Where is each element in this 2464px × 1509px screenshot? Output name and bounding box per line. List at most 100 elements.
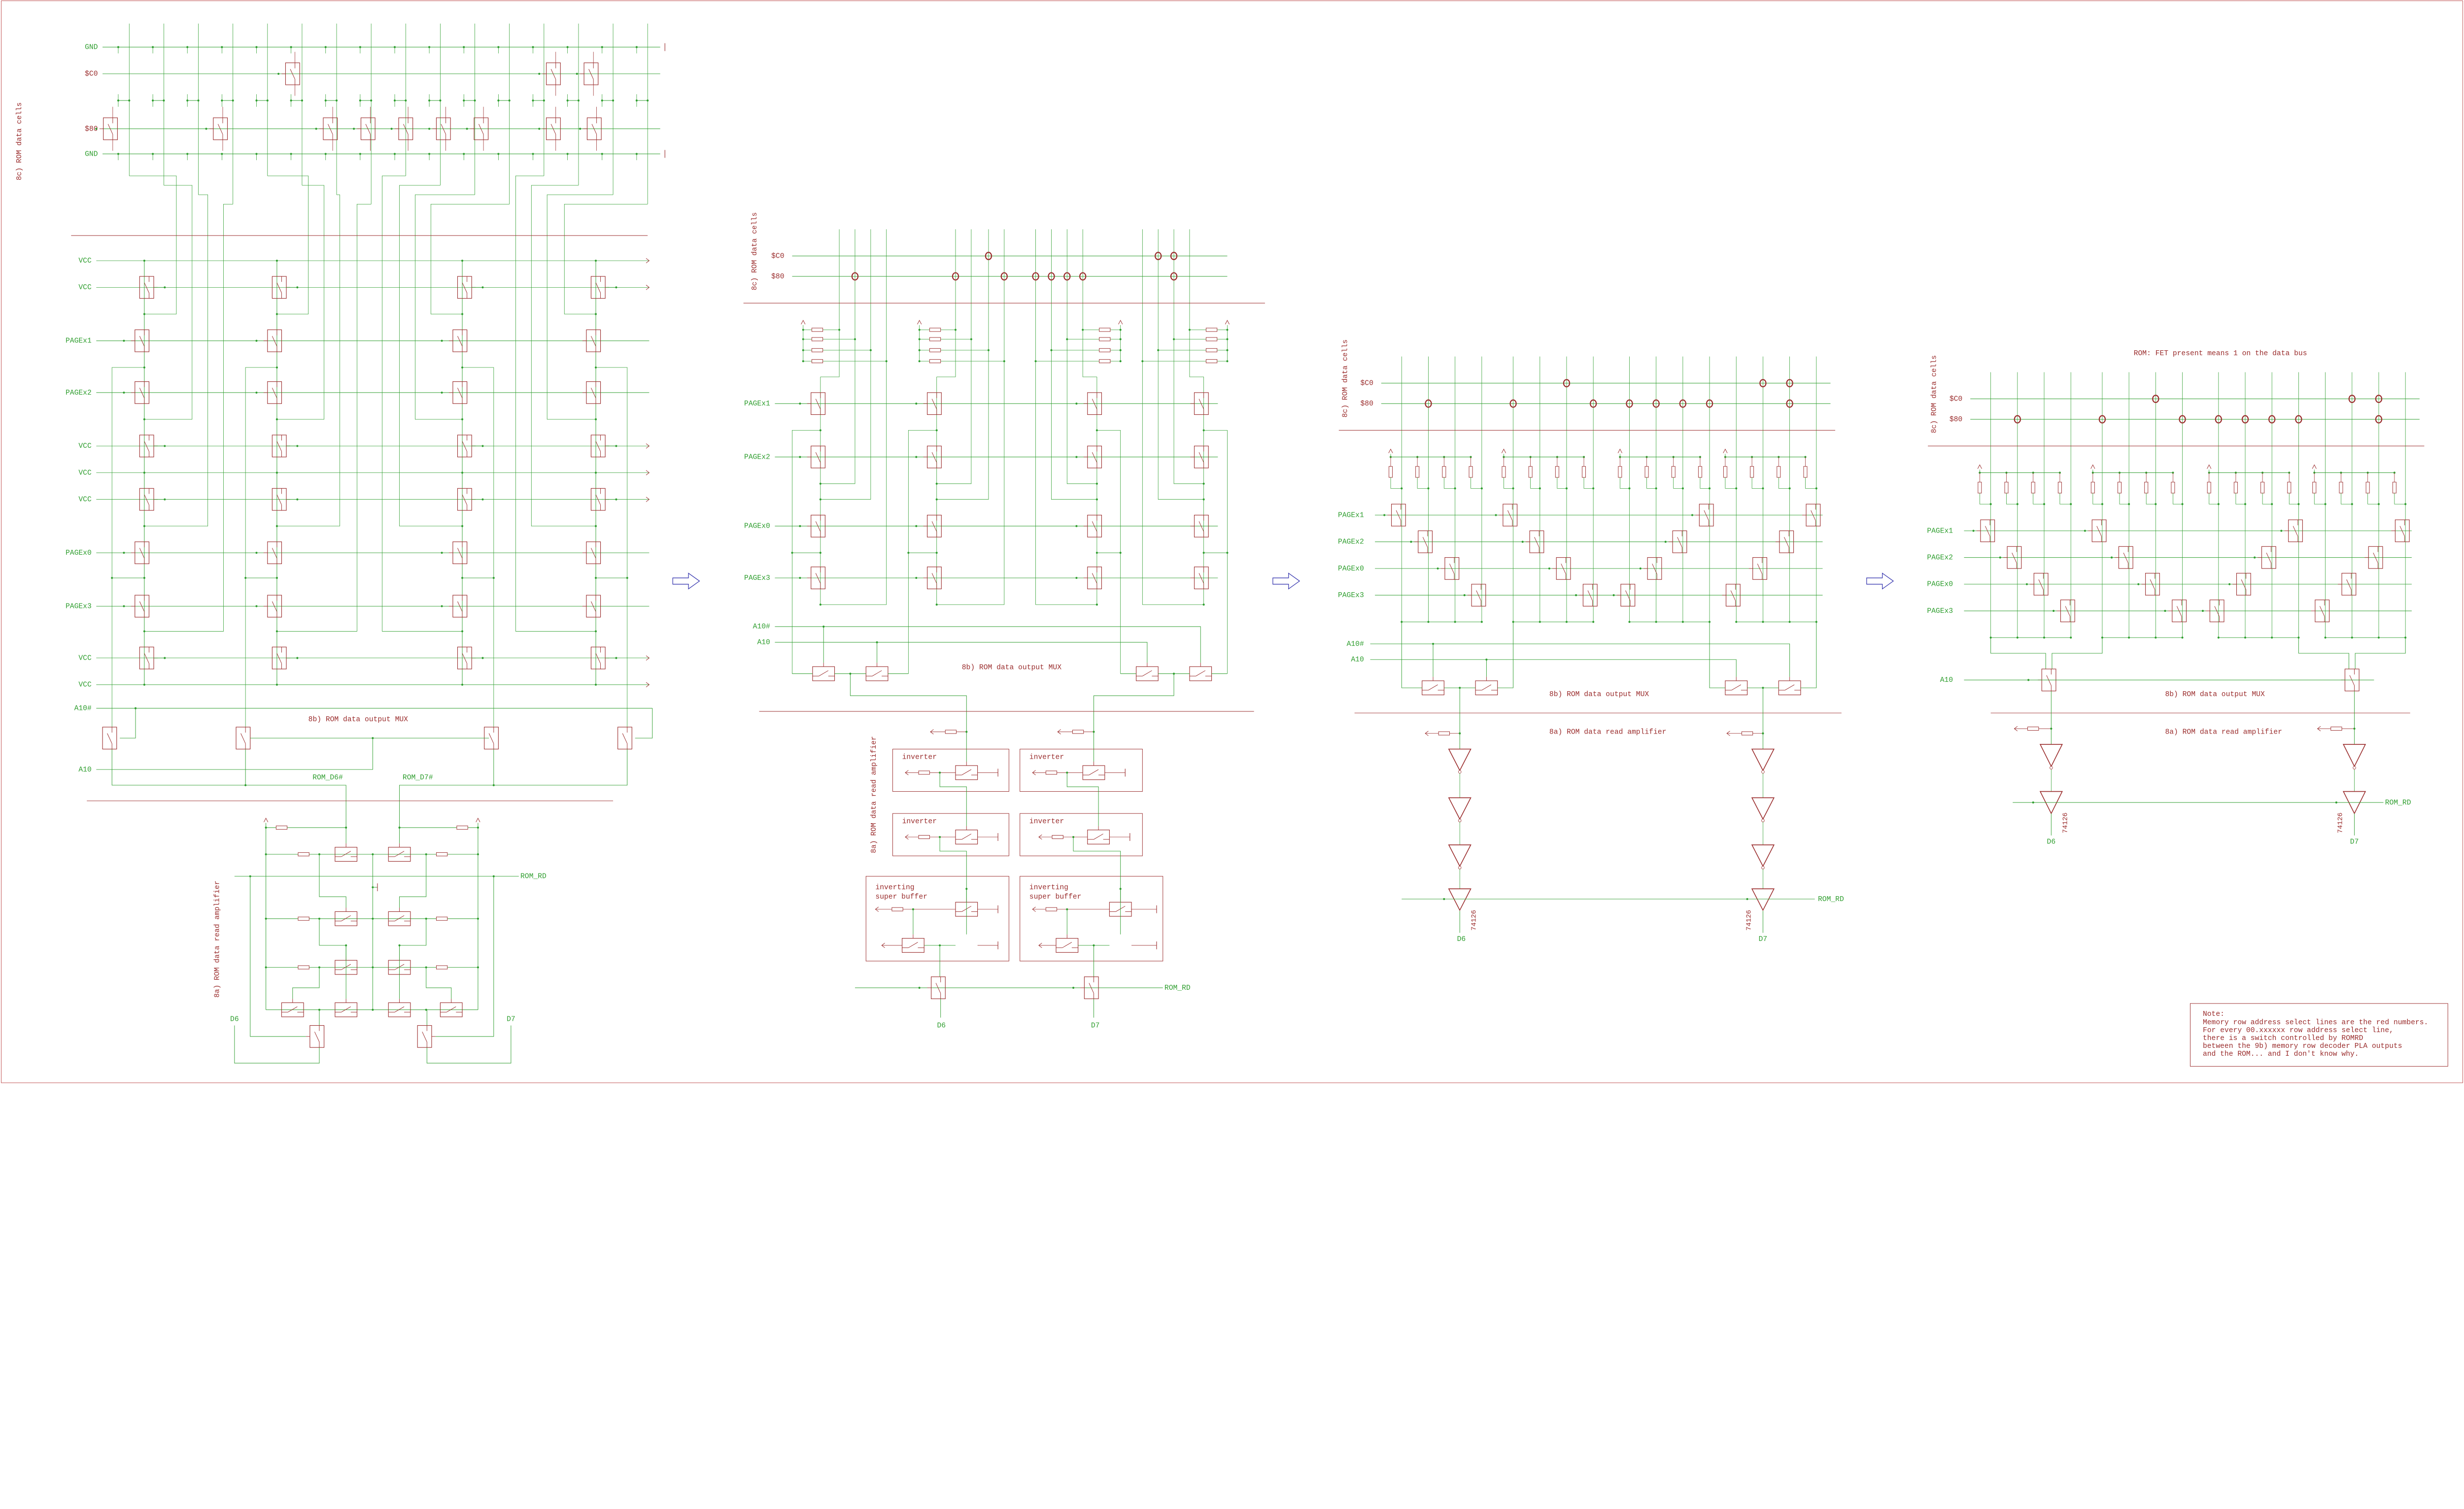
- junction-dot: [1075, 576, 1078, 579]
- switch-blade: [1704, 510, 1709, 521]
- switch-blade: [107, 124, 113, 134]
- pullup-arrow-icon: [2312, 464, 2317, 469]
- switch-blade: [287, 1006, 298, 1012]
- wire: [2314, 493, 2326, 504]
- junction-dot: [615, 445, 617, 447]
- row-label: PAGEx0: [1338, 565, 1364, 573]
- resistor-icon: [2365, 482, 2370, 494]
- buffer-triangle-icon: [1751, 888, 1775, 911]
- junction-dot: [1454, 487, 1456, 490]
- output-bus: [1096, 430, 1121, 674]
- junction-dot: [819, 604, 821, 606]
- rom-fet-marker-icon: [851, 272, 859, 281]
- rom-fet-marker-icon: [1425, 399, 1432, 408]
- switch-blade: [1198, 521, 1204, 532]
- buffer-triangle-icon: [1448, 748, 1472, 771]
- d6-label: D6: [2047, 838, 2056, 846]
- switch-blade: [457, 388, 463, 399]
- switch-blade: [328, 124, 333, 134]
- chip-label: 74126: [2062, 812, 2070, 833]
- junction-dot: [987, 349, 990, 351]
- row-label: PAGEx2: [1927, 554, 1953, 562]
- resistor-icon: [811, 337, 823, 341]
- section-title-mux: 8b) ROM data output MUX: [962, 664, 1061, 672]
- junction-dot: [461, 260, 464, 262]
- rom-rd-label: ROM_RD: [520, 873, 547, 881]
- wire: [850, 673, 967, 762]
- switch-blade: [341, 1006, 351, 1012]
- wire: [2209, 493, 2219, 504]
- rom-fet-marker-icon: [1032, 272, 1039, 281]
- arrow-left-icon: [905, 770, 909, 775]
- switch-blade: [550, 69, 556, 80]
- resistor-icon: [1469, 466, 1473, 478]
- section-title-amp: 8a) ROM data read amplifier: [214, 880, 222, 997]
- junction-dot: [819, 551, 821, 554]
- junction-dot: [492, 875, 495, 877]
- junction-dot: [2377, 637, 2380, 639]
- wire: [111, 749, 346, 828]
- wire: [1094, 673, 1174, 762]
- rom-fet-marker-icon: [1509, 399, 1517, 408]
- switch-blade: [931, 573, 937, 584]
- feed-line: [564, 203, 648, 314]
- resistor-icon: [1205, 328, 1218, 332]
- schematic-canvas: 8c) ROM data cellsGND$C0$80GNDVCCVCCPAGE…: [1, 0, 2463, 1083]
- junction-dot: [915, 402, 918, 405]
- resistor-icon: [1741, 731, 1753, 736]
- junction-dot: [1172, 338, 1175, 340]
- junction-dot: [2181, 637, 2184, 639]
- switch-blade: [479, 124, 484, 134]
- junction-dot: [2271, 503, 2273, 505]
- bit-line: [1173, 229, 1204, 484]
- junction-dot: [481, 498, 484, 501]
- junction-dot: [538, 72, 541, 75]
- output-bus: [245, 367, 277, 727]
- junction-dot: [1383, 514, 1386, 516]
- arrow-right-icon: [646, 285, 650, 290]
- wire: [1805, 477, 1816, 489]
- resistor-icon: [1671, 466, 1676, 478]
- switch-blade: [2241, 579, 2247, 590]
- switch-blade: [144, 494, 149, 505]
- switch-blade: [1196, 670, 1206, 676]
- junction-dot: [428, 128, 431, 130]
- resistor-icon: [811, 359, 823, 364]
- bit-line: [936, 229, 972, 484]
- bit-line: [1142, 229, 1204, 605]
- pullup-arrow-icon: [1977, 464, 1982, 469]
- junction-dot: [2027, 679, 2030, 681]
- switch-blade: [272, 388, 277, 399]
- junction-dot: [2351, 503, 2353, 505]
- output-bus: [908, 430, 937, 674]
- switch-icon: [1189, 666, 1212, 681]
- section-title-mux: 8b) ROM data output MUX: [1549, 691, 1649, 699]
- inverter-block: [892, 813, 1009, 856]
- junction-dot: [2053, 609, 2055, 612]
- junction-dot: [2050, 727, 2053, 730]
- junction-dot: [477, 853, 479, 856]
- junction-dot: [1788, 621, 1791, 623]
- section-title-mux: 8b) ROM data output MUX: [308, 716, 408, 724]
- wire: [2006, 493, 2018, 504]
- switch-blade: [1784, 684, 1795, 691]
- junction-dot: [1480, 487, 1483, 490]
- switch-blade: [908, 942, 918, 948]
- buffer-triangle-icon: [1448, 797, 1472, 820]
- junction-dot: [1485, 658, 1488, 661]
- junction-dot: [594, 525, 597, 527]
- arrow-left-icon: [930, 729, 934, 735]
- resistor-icon: [1644, 466, 1649, 478]
- wire: [2119, 493, 2129, 504]
- flow-arrow-icon: [672, 572, 700, 590]
- junction-dot: [481, 445, 484, 447]
- feed-line: [144, 194, 208, 527]
- switch-icon: [586, 381, 601, 404]
- switch-blade: [2266, 552, 2272, 563]
- switch-blade: [217, 124, 223, 134]
- d7-label: D7: [1759, 936, 1768, 943]
- junction-dot: [2217, 503, 2220, 505]
- wire: [2033, 493, 2045, 504]
- wire: [1778, 477, 1790, 489]
- wire: [1800, 622, 1817, 688]
